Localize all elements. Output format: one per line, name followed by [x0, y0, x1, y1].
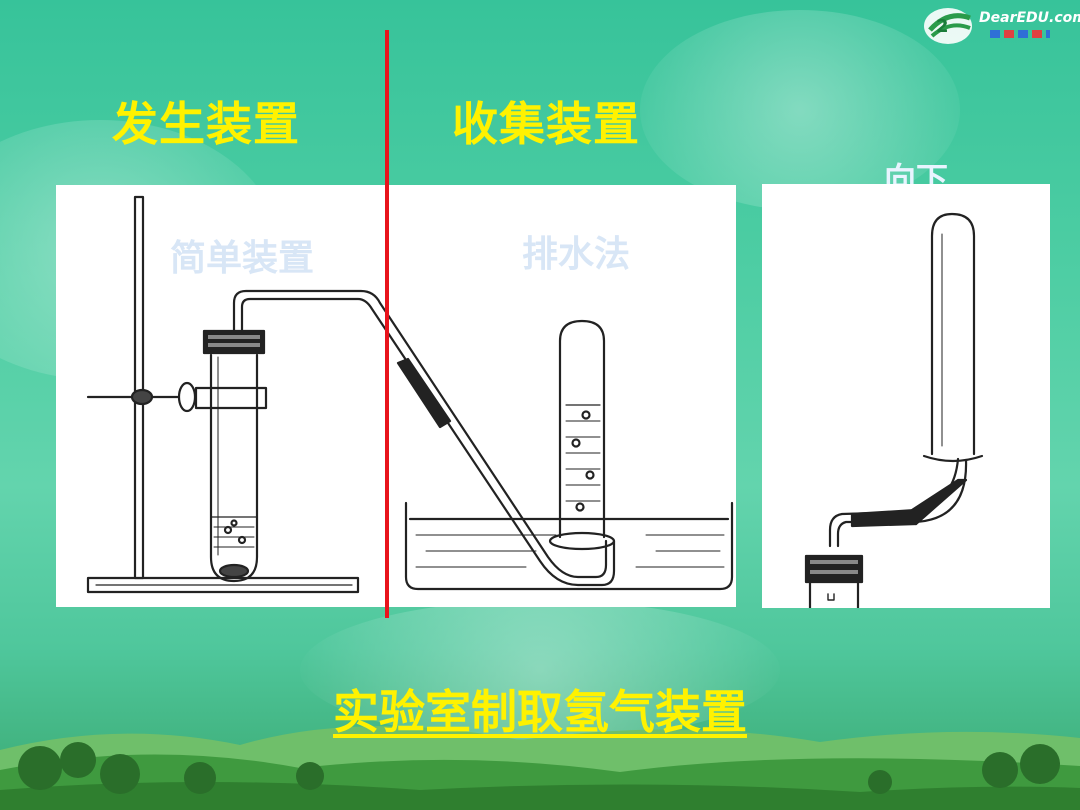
heading-collection-apparatus: 收集装置	[452, 97, 640, 151]
landscape-decoration	[0, 726, 1080, 810]
logo-text: DearEDU.com	[979, 10, 1080, 26]
svg-text:2: 2	[936, 16, 949, 37]
background-glow	[300, 600, 780, 740]
hint-text-downward: 向下	[884, 160, 949, 184]
slide-title-hydrogen-lab-apparatus: 实验室制取氢气装置	[333, 685, 747, 739]
background-glow	[640, 10, 960, 210]
apparatus-panel-main: 简单装置 排水法	[56, 185, 736, 607]
section-divider	[385, 30, 389, 618]
downward-air-displacement-illustration	[804, 212, 984, 610]
label-simple-apparatus: 简单装置	[170, 237, 315, 279]
logo-colorbar	[990, 30, 1050, 38]
label-water-displacement: 排水法	[522, 233, 631, 275]
apparatus-panel-downward	[762, 184, 1050, 610]
heading-generation-apparatus: 发生装置	[112, 97, 300, 151]
logo-emblem-icon: 2	[924, 8, 972, 44]
deareedu-logo: 2 DearEDU.com	[922, 4, 1080, 50]
generation-and-water-collection-illustration	[86, 195, 734, 594]
